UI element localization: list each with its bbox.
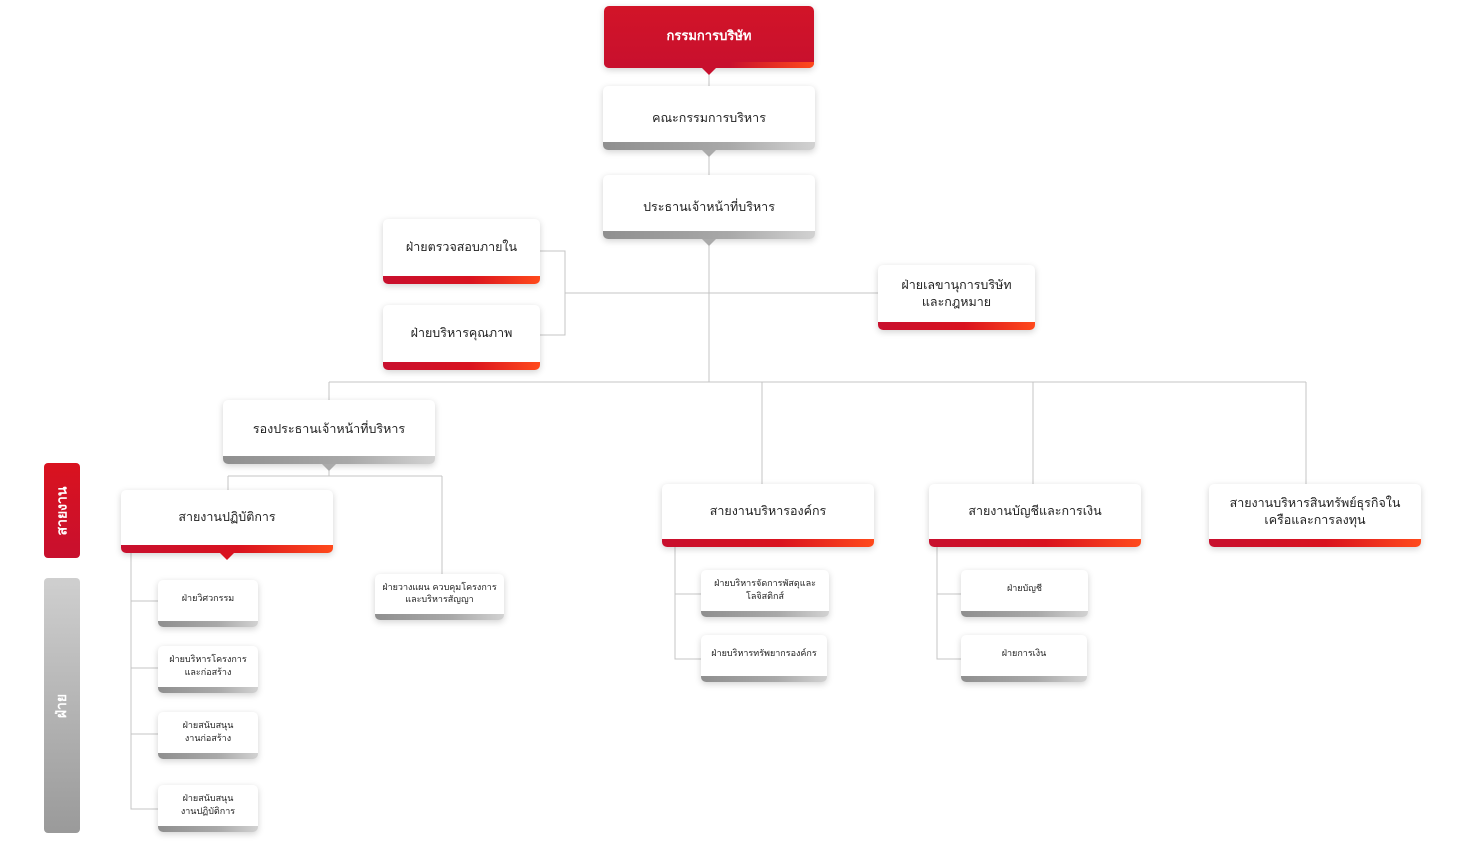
deputy-ceo-node: รองประธานเจ้าหน้าที่บริหาร xyxy=(223,400,435,471)
deputy-ceo-bar xyxy=(223,456,435,464)
asset-line-label-1: สายงานบริหารสินทรัพย์ธุรกิจใน xyxy=(1229,494,1401,510)
legend-line-tag: สายงาน xyxy=(44,463,80,558)
planning-label-2: และบริหารสัญญา xyxy=(405,595,474,605)
finance-label: ฝ่ายการเงิน xyxy=(1001,649,1047,660)
procurement-bar xyxy=(701,611,829,617)
engineering-label: ฝ่ายวิศวกรรม xyxy=(181,594,235,605)
procurement-label-2: โลจิสติกส์ xyxy=(746,591,784,602)
legend-department-tag: ฝ่าย xyxy=(44,578,80,833)
ceo-node: ประธานเจ้าหน้าที่บริหาร xyxy=(603,175,815,246)
operations-support-label-1: ฝ่ายสนับสนุน xyxy=(182,794,234,805)
procurement-label-1: ฝ่ายบริหารจัดการพัสดุและ xyxy=(714,579,816,590)
finance-node: ฝ่ายการเงิน xyxy=(961,635,1087,682)
internal-audit-node: ฝ่ายตรวจสอบภายใน xyxy=(383,219,540,284)
quality-management-label: ฝ่ายบริหารคุณภาพ xyxy=(410,325,513,341)
operations-support-bar xyxy=(158,826,258,832)
finance-line-bar xyxy=(929,539,1141,547)
accounting-label: ฝ่ายบัญชี xyxy=(1006,584,1043,595)
executive-committee-node: คณะกรรมการบริหาร xyxy=(603,86,815,157)
internal-audit-label: ฝ่ายตรวจสอบภายใน xyxy=(405,239,518,255)
construction-support-label-1: ฝ่ายสนับสนุน xyxy=(182,721,234,732)
operations-line-label: สายงานปฏิบัติการ xyxy=(178,509,276,525)
company-secretary-bar xyxy=(878,322,1035,330)
operations-line-pointer xyxy=(220,553,234,560)
deputy-ceo-label: รองประธานเจ้าหน้าที่บริหาร xyxy=(252,420,406,436)
executive-committee-bar xyxy=(603,142,815,150)
engineering-bar xyxy=(158,621,258,627)
project-management-node: ฝ่ายบริหารโครงการ และก่อสร้าง xyxy=(158,646,258,693)
deputy-ceo-pointer xyxy=(322,464,336,471)
project-management-label-1: ฝ่ายบริหารโครงการ xyxy=(169,655,247,666)
project-management-label-2: และก่อสร้าง xyxy=(184,667,232,678)
board-node: กรรมการบริษัท xyxy=(604,6,814,75)
planning-bar xyxy=(375,614,504,620)
org-admin-line-label: สายงานบริหารองค์กร xyxy=(709,503,827,519)
company-secretary-node: ฝ่ายเลขานุการบริษัท และกฎหมาย xyxy=(878,265,1035,330)
ceo-label: ประธานเจ้าหน้าที่บริหาร xyxy=(643,198,775,214)
asset-line-bar xyxy=(1209,539,1421,547)
planning-node: ฝ่ายวางแผน ควบคุมโครงการ และบริหารสัญญา xyxy=(375,574,504,620)
ceo-bar xyxy=(603,231,815,239)
asset-line-node: สายงานบริหารสินทรัพย์ธุรกิจใน เครือและกา… xyxy=(1209,484,1421,547)
asset-line-label-2: เครือและการลงทุน xyxy=(1264,511,1366,527)
construction-support-bar xyxy=(158,753,258,759)
hr-bar xyxy=(701,676,827,682)
hr-node: ฝ่ายบริหารทรัพยากรองค์กร xyxy=(701,635,827,682)
operations-support-label-2: งานปฏิบัติการ xyxy=(180,806,236,817)
construction-support-label-2: งานก่อสร้าง xyxy=(184,733,232,744)
board-pointer xyxy=(702,68,716,75)
hr-label: ฝ่ายบริหารทรัพยากรองค์กร xyxy=(711,649,817,660)
finance-line-node: สายงานบัญชีและการเงิน xyxy=(929,484,1141,547)
executive-committee-label: คณะกรรมการบริหาร xyxy=(652,109,766,125)
company-secretary-label-2: และกฎหมาย xyxy=(921,293,992,309)
procurement-node: ฝ่ายบริหารจัดการพัสดุและ โลจิสติกส์ xyxy=(701,570,829,617)
executive-committee-pointer xyxy=(702,150,716,157)
legend-line-label: สายงาน xyxy=(54,486,71,535)
board-bar xyxy=(604,62,814,68)
engineering-node: ฝ่ายวิศวกรรม xyxy=(158,580,258,627)
operations-line-node: สายงานปฏิบัติการ xyxy=(121,490,333,560)
finance-bar xyxy=(961,676,1087,682)
finance-line-label: สายงานบัญชีและการเงิน xyxy=(968,503,1102,519)
legend-department-label: ฝ่าย xyxy=(54,693,70,718)
operations-support-node: ฝ่ายสนับสนุน งานปฏิบัติการ xyxy=(158,785,258,832)
project-management-bar xyxy=(158,687,258,693)
org-admin-line-bar xyxy=(662,539,874,547)
accounting-node: ฝ่ายบัญชี xyxy=(961,570,1088,617)
quality-management-bar xyxy=(383,362,540,370)
ceo-pointer xyxy=(702,239,716,246)
operations-line-bar xyxy=(121,545,333,553)
org-admin-line-node: สายงานบริหารองค์กร xyxy=(662,484,874,547)
company-secretary-label-1: ฝ่ายเลขานุการบริษัท xyxy=(901,276,1012,292)
quality-management-node: ฝ่ายบริหารคุณภาพ xyxy=(383,305,540,370)
construction-support-node: ฝ่ายสนับสนุน งานก่อสร้าง xyxy=(158,712,258,759)
internal-audit-bar xyxy=(383,276,540,284)
board-label: กรรมการบริษัท xyxy=(666,29,752,45)
accounting-bar xyxy=(961,611,1088,617)
planning-label-1: ฝ่ายวางแผน ควบคุมโครงการ xyxy=(382,582,497,593)
